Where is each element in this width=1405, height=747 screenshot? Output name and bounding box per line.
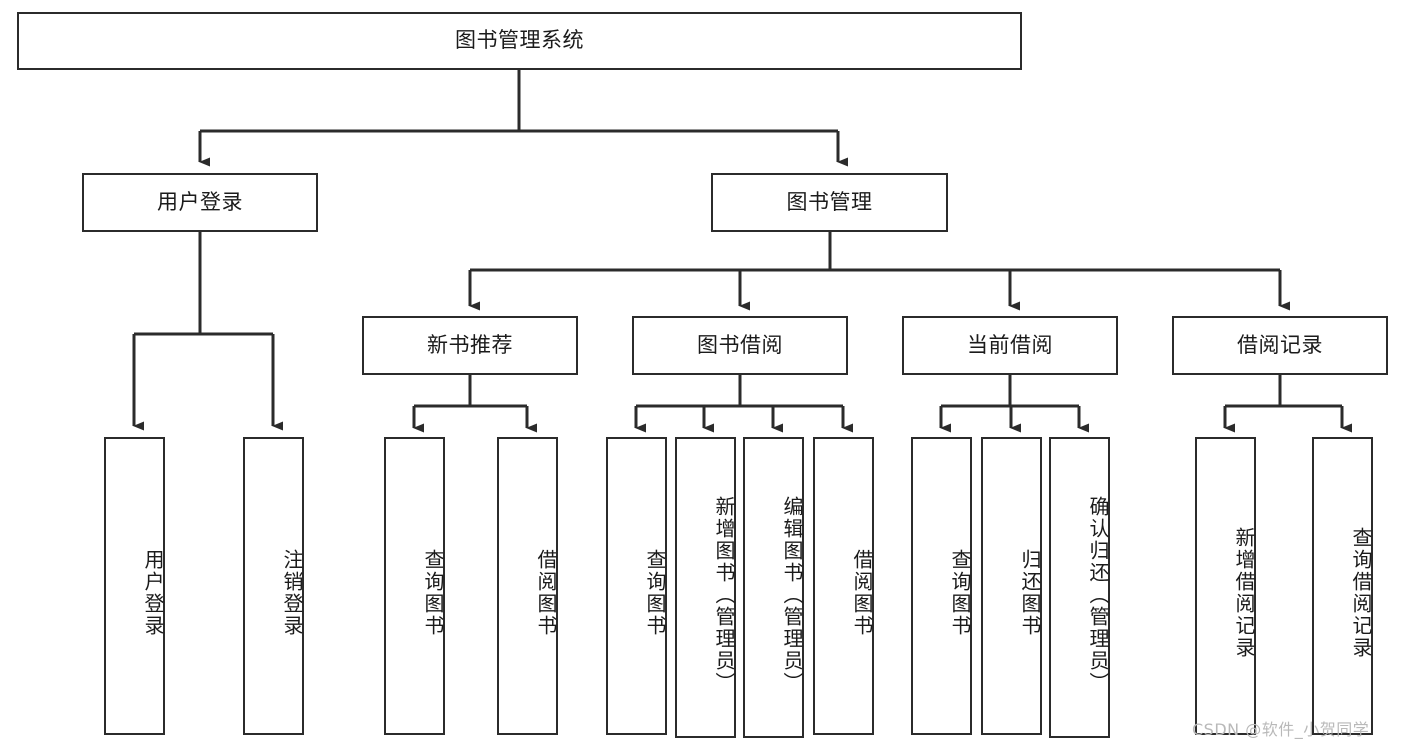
node-borrow-record-label: 借阅记录 — [1237, 332, 1323, 357]
leaf-label: 编辑图书（管理员） — [780, 495, 804, 694]
leaf-user-login-logout[interactable]: 注销登录 — [243, 437, 304, 735]
leaf-label: 查询图书 — [643, 549, 667, 637]
leaf-label: 注销登录 — [280, 549, 304, 637]
node-root[interactable]: 图书管理系统 — [17, 12, 1022, 70]
leaf-user-login-login[interactable]: 用户登录 — [104, 437, 165, 735]
node-book-borrow-label: 图书借阅 — [697, 332, 783, 357]
leaf-new-book-borrow[interactable]: 借阅图书 — [497, 437, 558, 735]
leaf-current-borrow-return[interactable]: 归还图书 — [981, 437, 1042, 735]
leaf-label: 确认归还（管理员） — [1086, 495, 1110, 694]
leaf-label: 新增图书（管理员） — [712, 495, 736, 694]
leaf-borrow-record-add[interactable]: 新增借阅记录 — [1195, 437, 1256, 735]
leaf-label: 查询借阅记录 — [1349, 527, 1373, 659]
node-book-management-label: 图书管理 — [786, 189, 873, 214]
node-root-label: 图书管理系统 — [455, 28, 584, 53]
node-book-management[interactable]: 图书管理 — [711, 173, 948, 232]
node-user-login-label: 用户登录 — [157, 189, 243, 214]
leaf-current-borrow-confirm-return[interactable]: 确认归还（管理员） — [1049, 437, 1110, 738]
leaf-label: 归还图书 — [1018, 549, 1042, 637]
leaf-label: 用户登录 — [141, 549, 165, 637]
leaf-label: 查询图书 — [421, 549, 445, 637]
leaf-label: 查询图书 — [948, 549, 972, 637]
leaf-book-borrow-lend[interactable]: 借阅图书 — [813, 437, 874, 735]
leaf-book-borrow-edit[interactable]: 编辑图书（管理员） — [743, 437, 804, 738]
node-current-borrow-label: 当前借阅 — [967, 332, 1053, 357]
leaf-book-borrow-add[interactable]: 新增图书（管理员） — [675, 437, 736, 738]
leaf-new-book-query[interactable]: 查询图书 — [384, 437, 445, 735]
node-current-borrow[interactable]: 当前借阅 — [902, 316, 1118, 375]
csdn-watermark: CSDN @软件_小贺同学 — [1192, 720, 1370, 739]
node-book-borrow[interactable]: 图书借阅 — [632, 316, 848, 375]
leaf-borrow-record-query[interactable]: 查询借阅记录 — [1312, 437, 1373, 735]
leaf-book-borrow-query[interactable]: 查询图书 — [606, 437, 667, 735]
node-borrow-record[interactable]: 借阅记录 — [1172, 316, 1388, 375]
leaf-current-borrow-query[interactable]: 查询图书 — [911, 437, 972, 735]
node-new-book-recommend-label: 新书推荐 — [427, 332, 513, 357]
node-new-book-recommend[interactable]: 新书推荐 — [362, 316, 578, 375]
node-user-login[interactable]: 用户登录 — [82, 173, 318, 232]
leaf-label: 借阅图书 — [534, 549, 558, 637]
leaf-label: 新增借阅记录 — [1232, 527, 1256, 659]
leaf-label: 借阅图书 — [850, 549, 874, 637]
